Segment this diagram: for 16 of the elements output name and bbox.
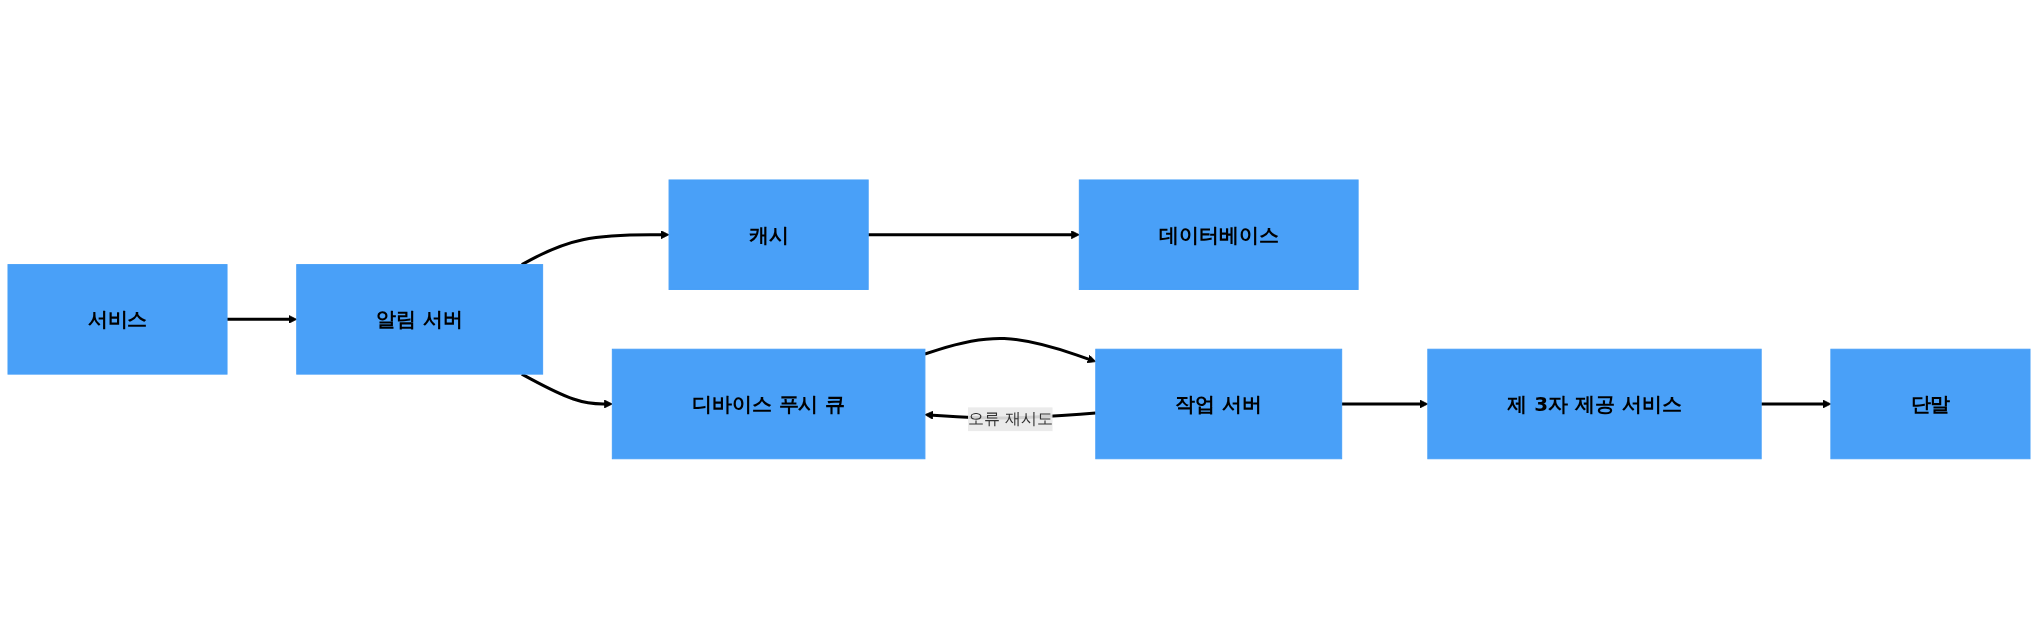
node-box: 캐시 (668, 179, 869, 290)
node-box: 작업 서버 (1095, 348, 1343, 459)
arrow (1761, 399, 1832, 408)
node-box: 디바이스 푸시 큐 (611, 348, 926, 459)
arrow (924, 336, 1097, 363)
node-box: 단말 (1830, 348, 2031, 459)
arrow (521, 230, 670, 266)
edge-label: 오류 재시도 (967, 409, 1053, 428)
arrow (868, 230, 1080, 239)
arrow (521, 372, 613, 408)
node-box: 서비스 (7, 263, 228, 375)
arrow (1341, 399, 1429, 408)
node-box: 알림 서버 (296, 263, 544, 375)
node-box: 데이터베이스 (1078, 179, 1359, 290)
arrow (227, 314, 298, 324)
node-box: 제 3자 제공 서비스 (1427, 348, 1762, 459)
